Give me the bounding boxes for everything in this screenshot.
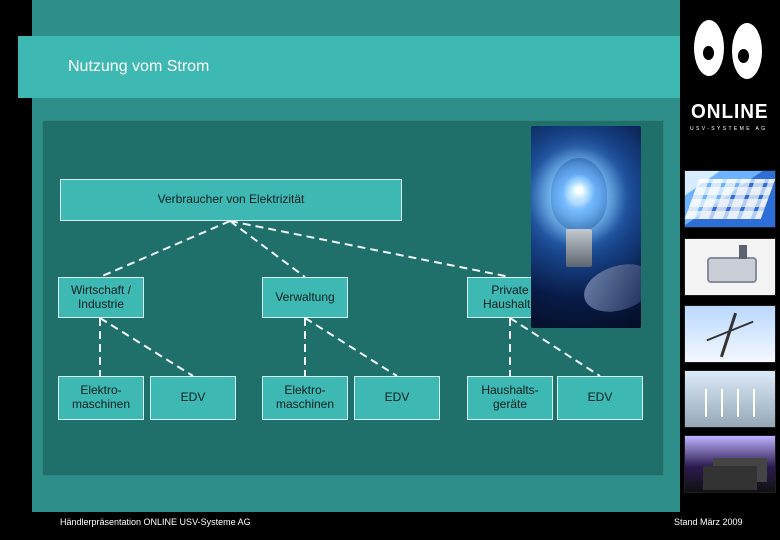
- consumer-box: Verbraucher von Elektrizität: [60, 179, 402, 221]
- administration-box: Verwaltung: [262, 277, 348, 318]
- company-tagline: USV-SYSTEME AG: [690, 126, 768, 132]
- household-appliances-box: Haushalts- geräte: [467, 376, 553, 420]
- slide-title: Nutzung vom Strom: [68, 58, 210, 75]
- household-edv-box: EDV: [557, 376, 643, 420]
- left-pupil-icon: [703, 46, 714, 60]
- power-mast-image: [684, 305, 776, 363]
- power-plug-image: [684, 238, 776, 296]
- administration-edv-box: EDV: [354, 376, 440, 420]
- light-bulb-image: [531, 126, 641, 328]
- title-bar: [18, 36, 680, 98]
- administration-machines-box: Elektro- maschinen: [262, 376, 348, 420]
- bulb-glass: [551, 158, 607, 230]
- wind-turbines-image: [684, 370, 776, 428]
- company-logo-text: ONLINE: [691, 101, 769, 123]
- industry-box: Wirtschaft / Industrie: [58, 277, 144, 318]
- right-eye-icon: [732, 23, 762, 79]
- left-eye-icon: [694, 20, 724, 76]
- footer-left-text: Händlerpräsentation ONLINE USV-Systeme A…: [60, 517, 251, 527]
- storm-city-image: [684, 435, 776, 493]
- industry-edv-box: EDV: [150, 376, 236, 420]
- industry-machines-box: Elektro- maschinen: [58, 376, 144, 420]
- right-pupil-icon: [738, 49, 749, 63]
- eyes-logo-icon: [694, 20, 766, 88]
- bulb-base: [566, 229, 592, 267]
- footer-right-text: Stand März 2009: [674, 517, 743, 527]
- keyboard-image: [684, 170, 776, 228]
